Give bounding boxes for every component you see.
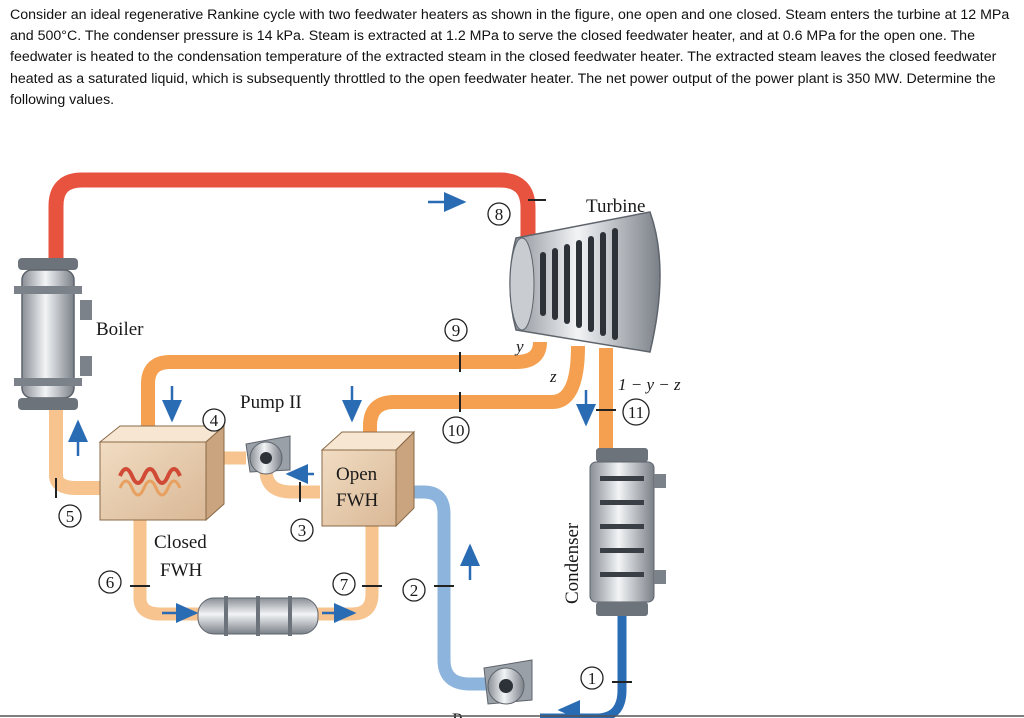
state-marker-3: 3 [290,518,314,542]
svg-text:8: 8 [495,205,504,224]
state-marker-6: 6 [98,570,122,594]
extraction-pipe-z [363,345,585,442]
boiler-feed-pipe [49,402,100,495]
closed-fwh [98,424,226,522]
state-marker-5: 5 [58,504,82,528]
condenser [589,448,666,616]
svg-text:2: 2 [410,581,419,600]
rankine-cycle-diagram: Boiler Turbine y z 1 − y − z Closed FWH … [0,172,1024,718]
state-marker-9: 9 [444,318,468,342]
state-marker-4: 4 [202,408,226,432]
pump1-label-partial: P [452,710,463,718]
state-marker-10: 10 [442,416,470,444]
turbine-label: Turbine [586,196,645,217]
svg-text:10: 10 [448,421,465,440]
main-steam-pipe [48,172,536,288]
closed-fwh-label-2: FWH [160,560,203,581]
boiler [14,258,92,410]
boiler-label: Boiler [96,319,144,340]
state-markers: 1 2 3 4 5 6 7 8 9 10 11 [58,202,650,690]
pump2-label: Pump II [240,392,302,413]
state-marker-8: 8 [487,202,511,226]
open-fwh-label-2: FWH [336,490,379,511]
extraction-pipe-y [141,341,547,440]
condenser-label: Condenser [562,522,583,604]
svg-text:3: 3 [298,521,307,540]
open-fwh-label-1: Open [336,464,378,485]
open-fwh [320,430,416,528]
svg-text:11: 11 [628,403,644,422]
state-marker-2: 2 [402,578,426,602]
fraction-rest: 1 − y − z [618,375,681,394]
condenser-outlet-pipe [540,614,627,718]
fraction-z: z [549,367,557,386]
pump-2 [245,435,291,475]
svg-text:1: 1 [588,669,597,688]
closed-fwh-label-1: Closed [154,532,207,553]
state-marker-1: 1 [580,666,604,690]
svg-text:7: 7 [340,575,349,594]
svg-text:5: 5 [66,507,75,526]
svg-text:6: 6 [106,573,115,592]
problem-statement: Consider an ideal regenerative Rankine c… [10,7,1010,108]
drain-trap [197,596,319,636]
pump-1 [483,659,533,705]
svg-text:4: 4 [210,411,219,430]
svg-text:9: 9 [452,321,461,340]
state-marker-7: 7 [332,572,356,596]
state-marker-11: 11 [622,398,650,426]
fraction-y: y [514,337,524,356]
turbine [509,211,661,353]
